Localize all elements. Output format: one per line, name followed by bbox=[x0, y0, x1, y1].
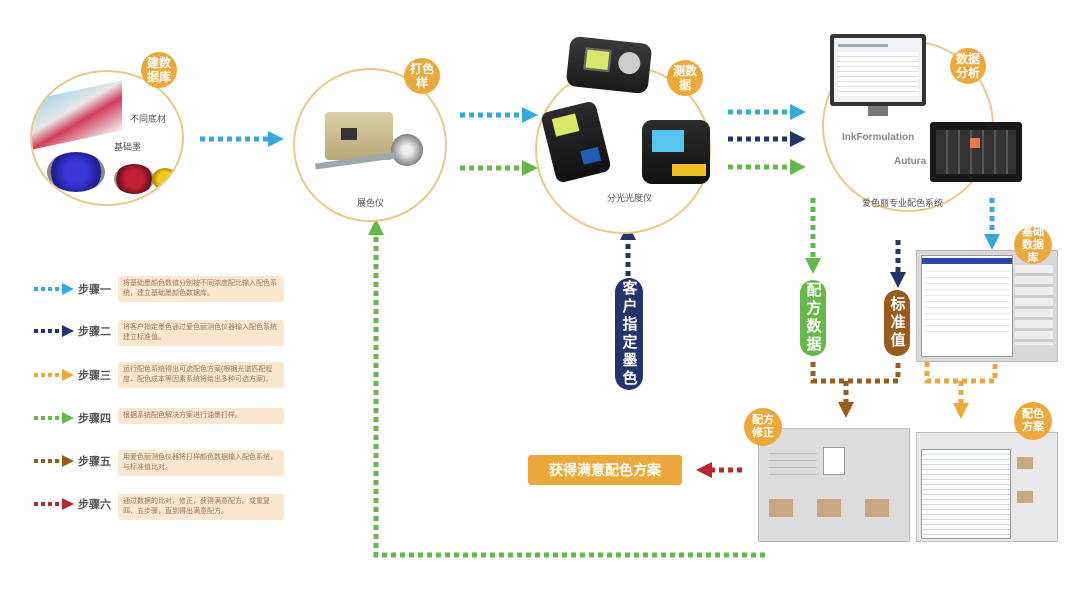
legend-arrow-icon bbox=[34, 283, 74, 295]
legend-arrow-icon bbox=[34, 412, 74, 424]
legend-step-3: 步骤三 bbox=[34, 362, 134, 388]
standard-pill: 标准值 bbox=[884, 290, 910, 356]
base-database-screen bbox=[916, 250, 1058, 362]
legend-arrow-icon bbox=[34, 455, 74, 467]
proofer-machine-image bbox=[325, 112, 393, 160]
print-node: 展色仪 bbox=[293, 68, 447, 222]
legend-step-4: 步骤四 bbox=[34, 405, 134, 431]
arrow-step5-merge bbox=[810, 362, 901, 384]
legend-step-5: 步骤五 bbox=[34, 448, 134, 474]
monitor-inkformulation-image bbox=[830, 34, 926, 106]
legend-arrow-icon bbox=[34, 369, 74, 381]
color-scheme-screen bbox=[916, 432, 1058, 542]
legend-arrow-icon bbox=[34, 325, 74, 337]
base-db-badge: 基础数据库 bbox=[1014, 226, 1052, 264]
spectrophotometer-right-image bbox=[642, 120, 710, 184]
base-ink-caption: 基础墨 bbox=[114, 142, 142, 152]
legend-desc: 将客户指定墨色通过爱色丽测色仪器输入配色系统建立标准值。 bbox=[118, 320, 284, 346]
legend-arrow-icon bbox=[34, 498, 74, 510]
legend-label: 步骤六 bbox=[78, 499, 111, 511]
analysis-caption: 爱色丽专业配色系统 bbox=[862, 198, 944, 208]
correction-screen bbox=[758, 428, 910, 542]
spectrophotometer-top-image bbox=[565, 35, 653, 95]
arrow-step3-merge bbox=[924, 362, 998, 384]
blue-ink-can bbox=[47, 152, 105, 192]
monitor-autura-image bbox=[930, 122, 1022, 182]
customer-ink-pill: 客户指定墨色 bbox=[615, 278, 643, 390]
formula-data-pill: 配方数据 bbox=[800, 280, 826, 356]
legend-desc: 用爱色丽测色仪器将打样颜色数据输入配色系统，与标准值比对。 bbox=[118, 450, 284, 476]
spectrophotometer-caption: 分光光度仪 bbox=[607, 193, 653, 203]
database-node: 不同底材 基础墨 bbox=[30, 70, 184, 206]
legend-desc: 根据系统配色解决方案进行油墨打样。 bbox=[118, 408, 284, 424]
legend-label: 步骤二 bbox=[78, 326, 111, 338]
legend-step-2: 步骤二 bbox=[34, 318, 134, 344]
legend-step-1: 步骤一 bbox=[34, 276, 134, 302]
database-badge: 建数据库 bbox=[141, 52, 177, 88]
legend-step-6: 步骤六 bbox=[34, 491, 134, 517]
legend-label: 步骤一 bbox=[78, 284, 111, 296]
print-badge: 打色样 bbox=[404, 58, 440, 94]
correction-badge: 配方修正 bbox=[744, 408, 782, 446]
legend-desc: 运行配色系统得出可选配色方案(根据光谱匹配程度、配色成本等因素系统将给出多种可选… bbox=[118, 362, 284, 388]
analysis-badge: 数据分析 bbox=[950, 48, 986, 84]
proofer-caption: 展色仪 bbox=[357, 198, 385, 208]
inkformulation-label: InkFormulation bbox=[842, 132, 915, 143]
legend-desc: 将基础墨颜色数值分别按不同浓度配比输入配色系统，建立基础墨颜色数据库。 bbox=[118, 276, 284, 302]
red-ink-can bbox=[114, 164, 154, 194]
legend-label: 步骤四 bbox=[78, 413, 111, 425]
autura-label: Autura bbox=[894, 156, 927, 167]
substrate-caption: 不同底材 bbox=[130, 114, 167, 124]
arrow-step4-loop bbox=[373, 235, 765, 558]
result-box: 获得满意配色方案 bbox=[528, 455, 682, 485]
legend-label: 步骤三 bbox=[78, 370, 111, 382]
legend-desc: 通过数据的比对，修正，获得满意配方。或重复四、五步骤，直到得出满意配方。 bbox=[118, 494, 284, 520]
color-scheme-badge: 配色方案 bbox=[1014, 402, 1052, 440]
yellow-ink-can bbox=[152, 168, 178, 190]
measure-badge: 测数据 bbox=[667, 60, 703, 96]
legend-label: 步骤五 bbox=[78, 456, 111, 468]
